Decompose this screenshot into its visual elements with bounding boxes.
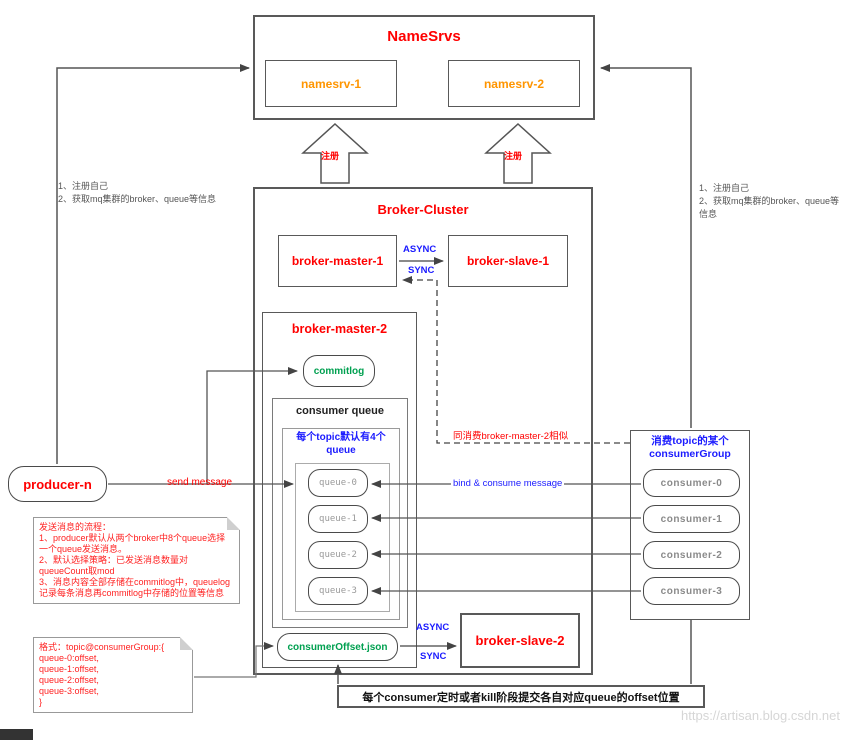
consumer-3-label: consumer-3 <box>660 585 723 597</box>
consumer-3-node: consumer-3 <box>643 577 740 605</box>
namesrvs-title: NameSrvs <box>387 27 461 45</box>
broker-master-2-title: broker-master-2 <box>291 322 388 336</box>
consumer-2-label: consumer-2 <box>660 549 723 561</box>
similar-note-label: 同消费broker-master-2相似 <box>453 431 569 442</box>
broker-slave-1-label: broker-slave-1 <box>466 254 550 268</box>
queue-2-node: queue-2 <box>308 541 368 569</box>
register-label-left: 注册 <box>321 151 340 161</box>
register-label-right: 注册 <box>504 151 523 161</box>
consumer-1-label: consumer-1 <box>660 513 723 525</box>
broker-slave-2-label: broker-slave-2 <box>475 633 565 648</box>
broker-slave-1-node: broker-slave-1 <box>448 235 568 287</box>
queue-2-label: queue-2 <box>319 550 357 560</box>
consumer-offset-node: consumerOffset.json <box>277 633 398 661</box>
consumer-to-namesrv-line <box>600 64 692 428</box>
commitlog-node: commitlog <box>303 355 375 387</box>
namesrv-1-node: namesrv-1 <box>265 60 397 107</box>
consumer-group-title: 消费topic的某个 consumerGroup <box>649 435 731 460</box>
consumer-0-node: consumer-0 <box>643 469 740 497</box>
send-flow-note: 发送消息的流程： 1、producer默认从两个broker中8个queue选择… <box>33 517 240 604</box>
sync2-label: SYNC <box>420 651 447 662</box>
bottom-note-label: 每个consumer定时或者kill阶段提交各自对应queue的offset位置 <box>362 691 680 704</box>
offset-format-note: 格式：topic@consumerGroup:{ queue-0:offset,… <box>33 637 193 713</box>
queue-3-label: queue-3 <box>319 586 357 596</box>
commitlog-label: commitlog <box>313 365 365 377</box>
queue-0-node: queue-0 <box>308 469 368 497</box>
queue-1-label: queue-1 <box>319 514 357 524</box>
async2-label: ASYNC <box>416 622 450 633</box>
consumer-offset-label: consumerOffset.json <box>287 641 388 653</box>
topic-default-note: 每个topic默认有4个 queue <box>296 432 386 456</box>
consumer-2-node: consumer-2 <box>643 541 740 569</box>
producer-label: producer-n <box>23 476 92 492</box>
consumer-0-label: consumer-0 <box>660 477 723 489</box>
producer-to-namesrv-line <box>56 64 250 464</box>
namesrv-2-node: namesrv-2 <box>448 60 580 107</box>
consumer-1-node: consumer-1 <box>643 505 740 533</box>
bottom-note-box: 每个consumer定时或者kill阶段提交各自对应queue的offset位置 <box>337 685 705 708</box>
queue-3-node: queue-3 <box>308 577 368 605</box>
corner-artifact <box>0 729 33 740</box>
send-message-label: send message <box>167 477 233 488</box>
queue-1-node: queue-1 <box>308 505 368 533</box>
bind-consume-label: bind & consume message <box>451 478 565 489</box>
right-register-note: 1、注册自己 2、获取mq集群的broker、queue等信息 <box>699 183 840 219</box>
left-register-note: 1、注册自己 2、获取mq集群的broker、queue等信息 <box>58 181 217 204</box>
consumer-queue-title: consumer queue <box>295 405 385 417</box>
watermark: https://artisan.blog.csdn.net <box>681 708 840 723</box>
broker-slave-2-node: broker-slave-2 <box>460 613 580 668</box>
broker-cluster-title: Broker-Cluster <box>377 201 469 217</box>
broker-master-1-node: broker-master-1 <box>278 235 397 287</box>
queue-0-label: queue-0 <box>319 478 357 488</box>
async1-label: ASYNC <box>403 244 437 255</box>
namesrv-2-label: namesrv-2 <box>483 76 545 91</box>
namesrv-1-label: namesrv-1 <box>300 76 362 91</box>
producer-node: producer-n <box>8 466 107 502</box>
sync1-label: SYNC <box>408 265 435 276</box>
broker-master-1-label: broker-master-1 <box>291 254 384 268</box>
